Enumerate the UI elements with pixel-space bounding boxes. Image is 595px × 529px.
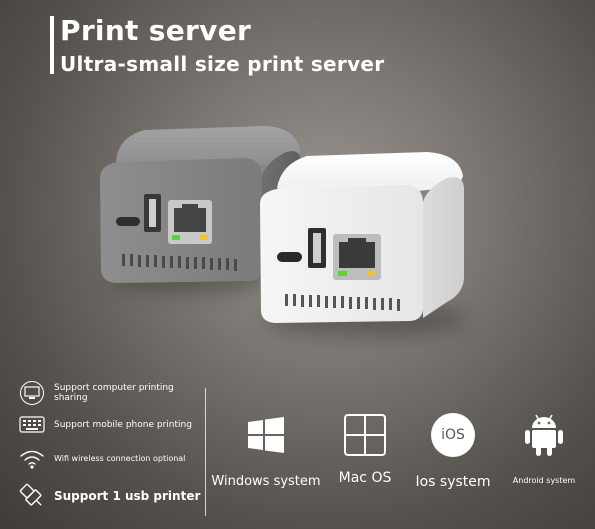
feature-computer-printing: Support computer printing sharing xyxy=(18,380,184,406)
feature-label: Support mobile phone printing xyxy=(54,420,192,430)
system-mac: Mac OS xyxy=(305,410,425,486)
feature-mobile-printing: Support mobile phone printing xyxy=(18,412,192,438)
wifi-icon xyxy=(18,446,46,472)
android-icon xyxy=(484,410,595,460)
system-label: Windows system xyxy=(211,474,321,489)
feature-wifi: Wifi wireless connection optional xyxy=(18,446,185,472)
system-windows: Windows system xyxy=(206,410,326,489)
feature-usb-printer: Support 1 usb printer xyxy=(18,483,200,509)
monitor-icon xyxy=(18,380,46,406)
usb-plug-icon xyxy=(18,483,46,509)
windows-icon xyxy=(206,410,326,460)
keyboard-icon xyxy=(18,412,46,438)
feature-label: Support computer printing sharing xyxy=(54,383,174,403)
system-label: Mac OS xyxy=(338,470,392,486)
system-label: Ios system xyxy=(415,474,491,490)
mac-grid-icon xyxy=(305,410,425,460)
ios-badge: iOS xyxy=(431,413,475,457)
section-divider xyxy=(205,388,206,516)
system-label: Android system xyxy=(512,476,576,485)
title-accent-bar xyxy=(50,16,54,74)
ios-icon: iOS xyxy=(393,410,513,460)
page-title: Print server xyxy=(60,14,252,47)
feature-label: Support 1 usb printer xyxy=(54,489,201,503)
feature-label: Wifi wireless connection optional xyxy=(54,454,186,463)
page-subtitle: Ultra-small size print server xyxy=(60,52,385,76)
system-ios: iOS Ios system xyxy=(393,410,513,490)
system-android: Android system xyxy=(484,410,595,485)
white-print-server-device xyxy=(260,152,464,323)
